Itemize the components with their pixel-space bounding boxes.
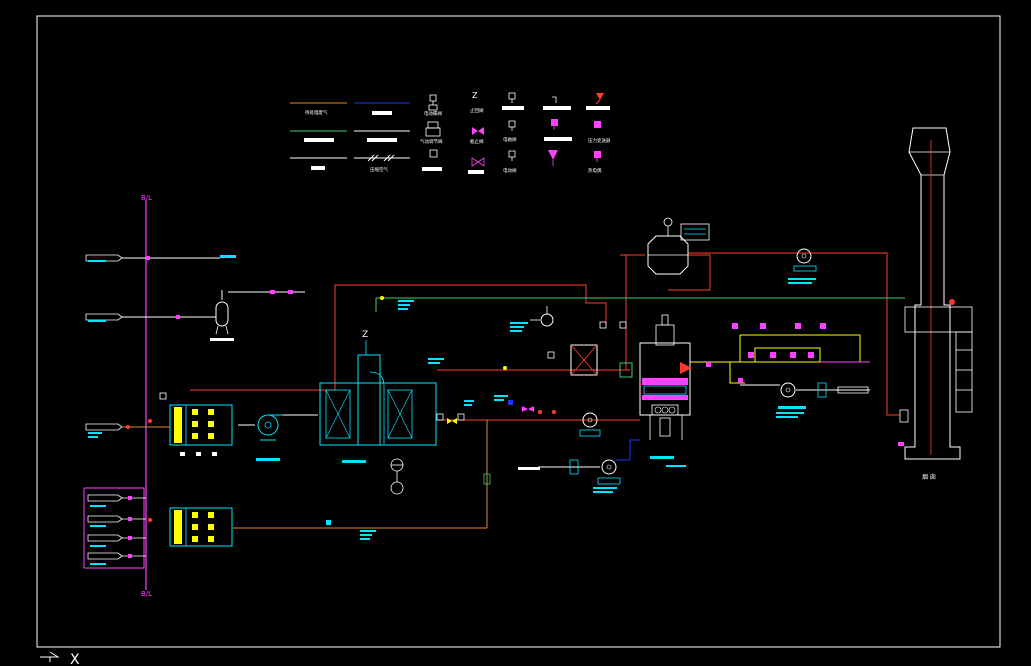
legend-label-pneumatic-valve: 气动调节阀	[420, 138, 443, 145]
fan-3	[538, 439, 640, 485]
legend-placeholder	[543, 106, 571, 110]
utility-valves	[128, 496, 132, 558]
magenta-instrument-icon	[551, 119, 558, 130]
drawing-frame	[36, 15, 1001, 648]
legend-placeholder	[468, 170, 484, 174]
legend: 待处理废气 压缩空气 电动蝶阀 气动调节阀 Z 止回阀	[290, 91, 611, 174]
pressure-transmitter-icon	[595, 93, 604, 105]
inline-valves	[148, 296, 869, 525]
electric-valve-icon-2	[508, 150, 516, 161]
fan-2	[579, 412, 601, 437]
legend-placeholder	[311, 166, 325, 170]
legend-label-air: 压缩空气	[370, 166, 388, 173]
inlet-1	[85, 254, 236, 262]
heater-box	[570, 344, 598, 376]
legend-label-globe-valve: 截止阀	[470, 138, 484, 145]
thermal-oxidizer	[619, 314, 692, 459]
pneumatic-valve-icon	[425, 121, 441, 137]
legend-label-electric: 电动阀	[503, 167, 517, 174]
legend-label-motor-valve: 电动蝶阀	[424, 110, 442, 117]
fan-1	[238, 414, 318, 461]
fan-4	[793, 248, 817, 272]
ucs-x-label: X	[70, 652, 80, 666]
stack-label: 烟 囱	[922, 473, 936, 481]
check-valve-symbol: Z	[362, 330, 368, 340]
legend-placeholder	[367, 138, 397, 142]
orange-lines	[233, 420, 488, 529]
fan-6	[530, 306, 554, 327]
legend-label-pressure-transmitter: 压力变送器	[588, 137, 611, 144]
exhaust-stack: 烟 囱	[898, 127, 973, 481]
heat-exchanger	[647, 217, 710, 275]
gas-train	[690, 334, 861, 384]
thermo-icon-2	[594, 151, 601, 162]
legend-placeholder	[304, 138, 334, 142]
fresh-air-line	[375, 297, 905, 312]
magenta-actuator-icon	[548, 150, 558, 166]
legend-placeholder	[586, 106, 610, 110]
thermocouple-icon	[594, 121, 601, 128]
legend-label-waste: 待处理废气	[305, 109, 328, 116]
electric-valve-icon	[508, 120, 516, 131]
air-receiver-tank	[210, 290, 305, 341]
fan-5	[740, 382, 870, 409]
adsorption-concentrator: Z	[319, 330, 437, 463]
inlet-2	[85, 313, 216, 321]
equipment-tags	[88, 260, 816, 565]
dry-filter-2	[169, 507, 233, 547]
z-symbol: Z	[472, 91, 478, 100]
legend-placeholder	[422, 167, 442, 171]
legend-label-thermocouple: 热电偶	[588, 167, 602, 174]
dry-filter-1	[169, 404, 233, 456]
motor-valve-icon	[428, 94, 438, 111]
valve-icon	[429, 149, 438, 158]
legend-label-check-valve: 止回阀	[470, 107, 484, 114]
gas-train-valves	[706, 323, 826, 383]
battery-limit-top: B/L	[141, 194, 152, 202]
globe-valve-icon	[472, 127, 484, 135]
motor-icon	[390, 458, 404, 495]
legend-placeholder	[372, 111, 392, 115]
legend-label-solenoid: 电磁阀	[503, 136, 517, 143]
utility-station-box	[83, 487, 145, 569]
butterfly-valve-icon	[471, 157, 485, 167]
inlet-3	[85, 392, 170, 431]
utility-header: B/L B/L	[83, 194, 236, 598]
flow-element-icon	[552, 96, 557, 103]
hatch-marks	[367, 154, 395, 162]
battery-limit-bottom: B/L	[141, 590, 152, 598]
legend-placeholder	[544, 137, 572, 141]
solenoid-valve-icon	[508, 92, 516, 103]
utility-station-lines	[87, 494, 146, 560]
legend-placeholder	[502, 106, 524, 110]
ucs-icon: X	[40, 651, 80, 666]
